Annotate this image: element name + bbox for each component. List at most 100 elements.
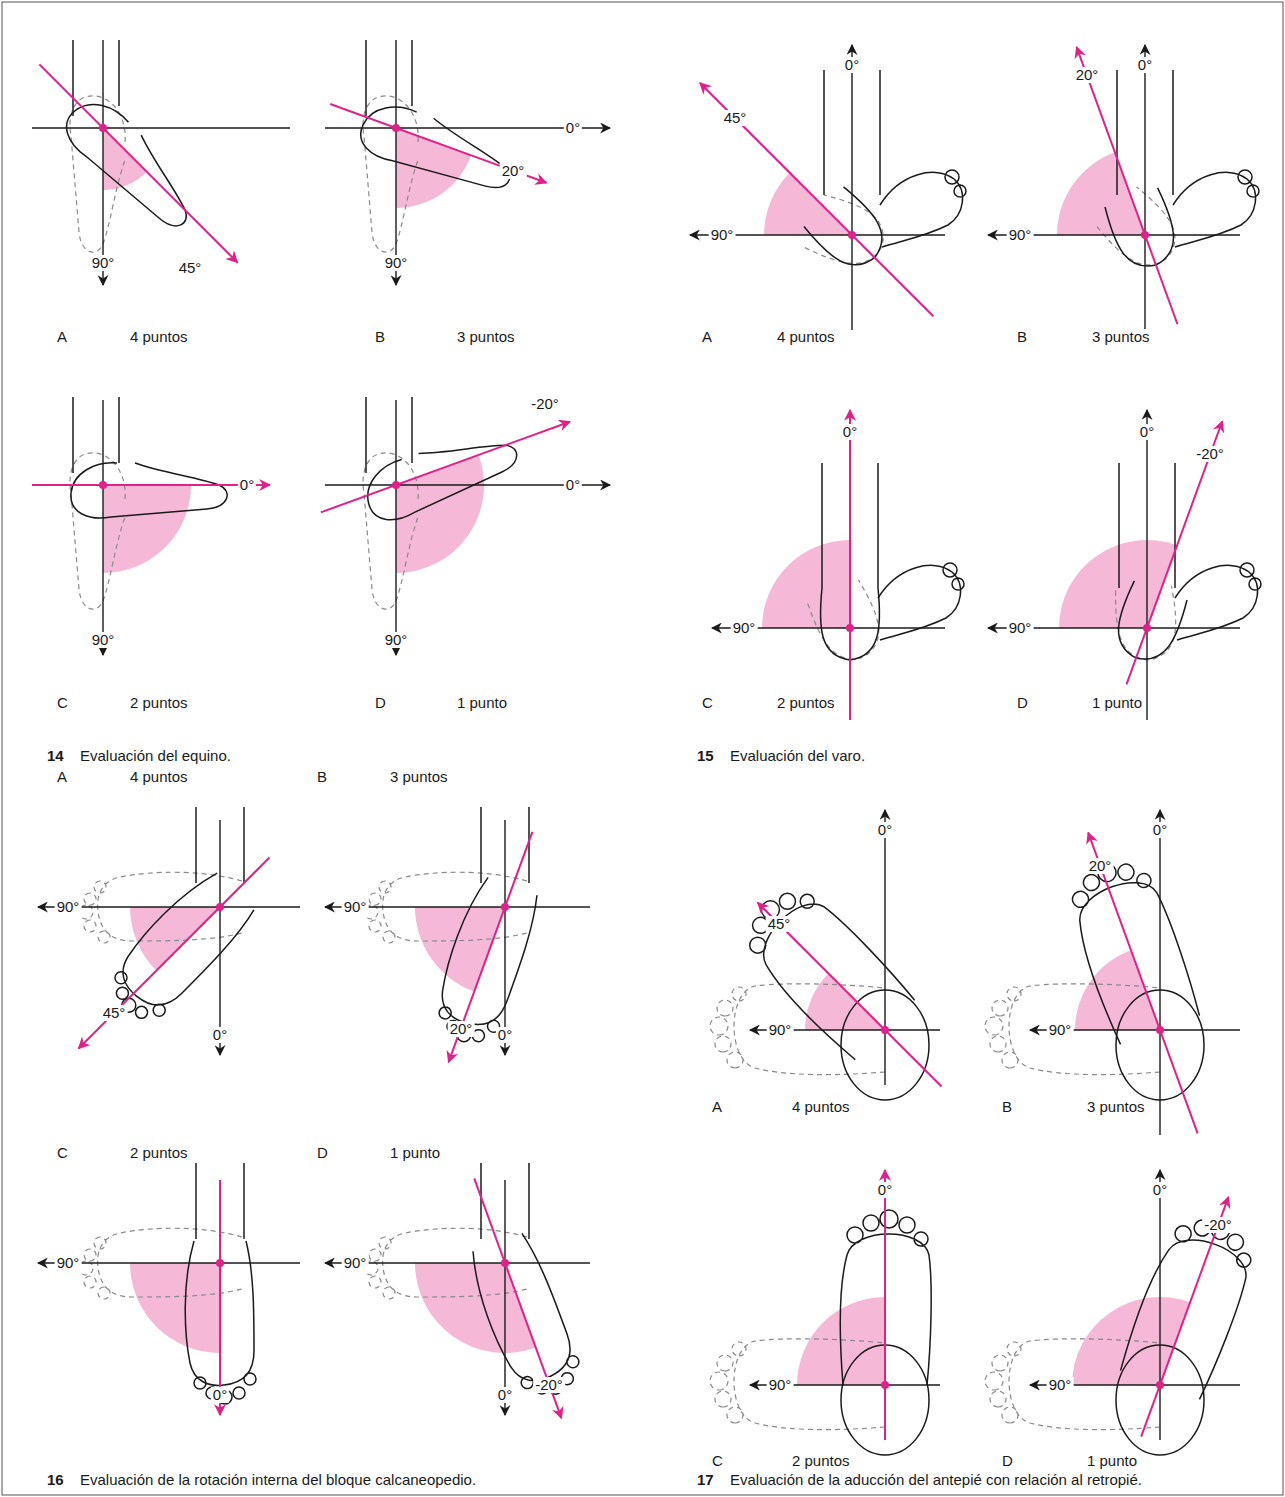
angle-label: 0° <box>843 57 861 73</box>
sub-figure <box>710 1170 940 1455</box>
reference-foot <box>985 984 1160 1075</box>
foot-outline <box>96 807 261 1032</box>
sub-figure <box>321 397 610 655</box>
measure-line <box>449 832 533 1062</box>
measure-line <box>321 422 570 513</box>
score-label: 3 puntos <box>1085 1099 1147 1115</box>
panel-letter: D <box>1000 1453 1015 1469</box>
angle-label: 90° <box>383 632 410 648</box>
foot-outline <box>1108 463 1261 668</box>
angle-label: 20° <box>1074 67 1101 83</box>
sub-figure <box>325 807 590 1062</box>
score-label: 2 puntos <box>790 1453 852 1469</box>
heel-shape <box>1096 186 1189 279</box>
angle-sector <box>415 907 505 992</box>
panel-letter: C <box>55 695 70 711</box>
foot-shape <box>70 96 125 252</box>
illustration <box>32 40 1263 1455</box>
reference-foot <box>806 579 890 669</box>
panel-letter: A <box>700 329 714 345</box>
leg-outline <box>823 70 825 195</box>
figure-caption: Evaluación del equino. <box>78 748 233 764</box>
foot-outline <box>820 463 964 660</box>
angle-sector <box>415 1263 536 1353</box>
forefoot-shape <box>985 1339 1160 1430</box>
angle-sector <box>1072 1297 1190 1385</box>
angle-label: 90° <box>1047 1377 1074 1393</box>
score-label: 2 puntos <box>775 695 837 711</box>
angle-label: 90° <box>767 1377 794 1393</box>
leg-outline <box>72 40 74 116</box>
heel-shape <box>806 579 890 669</box>
pivot-dot <box>392 481 400 489</box>
score-label: 1 punto <box>1085 1453 1139 1469</box>
angle-label: 90° <box>1007 227 1034 243</box>
leg-outline <box>365 397 367 473</box>
pivot-dot <box>881 1381 889 1389</box>
pivot-dot <box>1156 1381 1164 1389</box>
sub-figure <box>325 40 610 285</box>
pivot-dot <box>848 231 856 239</box>
panel-letter: C <box>55 1145 70 1161</box>
angle-label: 90° <box>55 1255 82 1271</box>
angle-label: -20° <box>1194 446 1226 462</box>
measure-line <box>39 64 237 262</box>
angle-label: 90° <box>55 899 82 915</box>
axis-line <box>851 45 852 330</box>
pivot-dot <box>216 1259 224 1267</box>
foot-outline <box>465 1163 587 1407</box>
leg-outline <box>821 463 823 588</box>
axis-line <box>102 40 103 285</box>
panel-letter: B <box>373 329 387 345</box>
axis-line <box>219 820 220 1055</box>
foot-shape <box>355 96 521 201</box>
figure-number: 15 <box>695 748 716 764</box>
angle-label: -20° <box>533 1377 565 1393</box>
axis-line <box>1144 45 1145 330</box>
forefoot-shape <box>985 984 1160 1075</box>
leg-outline <box>1174 463 1176 588</box>
panel-letter: C <box>700 695 715 711</box>
foot-outline <box>730 874 929 1100</box>
angle-label: 45° <box>722 110 749 126</box>
leg-outline <box>411 40 413 106</box>
axis-line <box>504 1180 505 1415</box>
reference-foot <box>985 1339 1160 1430</box>
pivot-dot <box>846 624 854 632</box>
leg-outline <box>480 807 482 883</box>
measure-line <box>79 858 270 1049</box>
score-label: 4 puntos <box>128 329 190 345</box>
axis-line <box>395 40 396 285</box>
foot-outline <box>1058 850 1204 1100</box>
forefoot-shape <box>710 984 885 1075</box>
sub-figure <box>985 810 1240 1135</box>
angle-label: 45° <box>177 260 204 276</box>
leg-outline <box>411 397 413 463</box>
score-label: 4 puntos <box>128 769 190 785</box>
figure-caption: Evaluación de la rotación interna del bl… <box>78 1472 478 1488</box>
angle-label: 90° <box>767 1022 794 1038</box>
angle-label: 90° <box>1047 1022 1074 1038</box>
pivot-dot <box>501 903 509 911</box>
figure-number: 14 <box>45 748 66 764</box>
pivot-dot <box>501 1259 509 1267</box>
leg-outline <box>72 397 74 473</box>
angle-label: 90° <box>90 255 117 271</box>
axis-line <box>884 810 885 1085</box>
sub-figure <box>988 410 1261 720</box>
foot-outline <box>1116 1205 1263 1455</box>
leg-outline <box>877 463 879 588</box>
angle-label: 0° <box>238 477 256 493</box>
angle-sector <box>130 907 220 971</box>
leg-outline <box>118 40 120 106</box>
angle-label: 90° <box>731 620 758 636</box>
pivot-dot <box>881 1026 889 1034</box>
axis-line <box>504 820 505 1055</box>
angle-label: 90° <box>90 632 117 648</box>
angle-label: 0° <box>1138 424 1156 440</box>
measure-line <box>700 83 933 316</box>
axis-line <box>1159 810 1160 1135</box>
angle-sector <box>764 173 852 235</box>
